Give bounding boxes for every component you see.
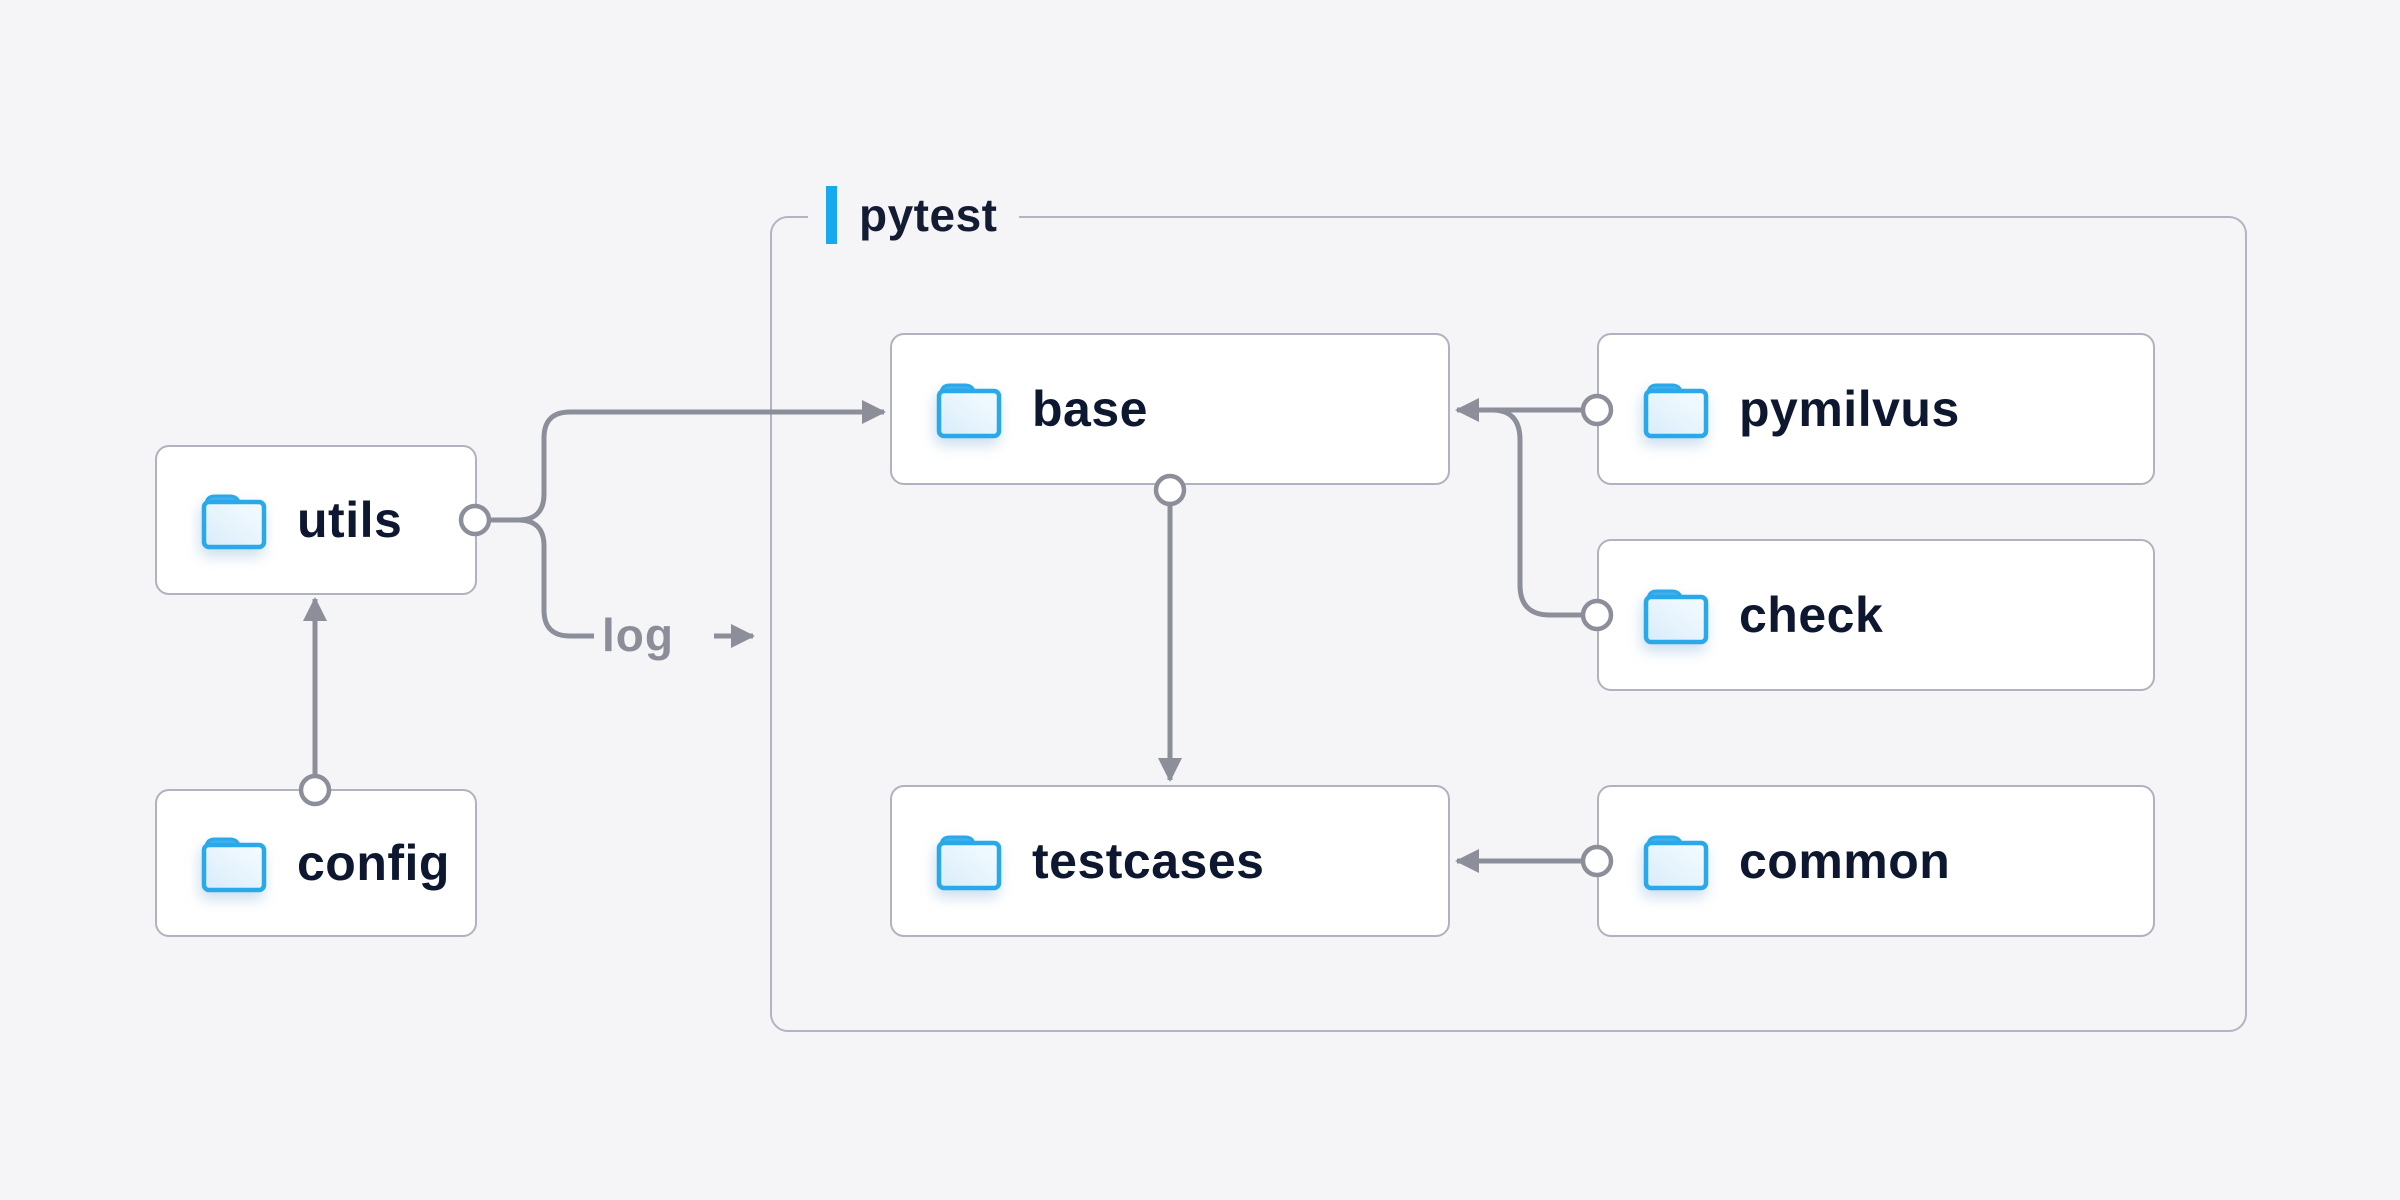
node-common: common [1597,785,2155,937]
node-config: config [155,789,477,937]
node-pymilvus-label: pymilvus [1739,381,1960,437]
node-utils-label: utils [297,492,403,548]
node-common-label: common [1739,833,1951,889]
node-config-label: config [297,835,450,891]
folder-icon [1643,584,1709,646]
pytest-group-label-text: pytest [859,189,998,241]
pytest-group-label: pytest [808,183,1020,247]
folder-icon [936,378,1002,440]
node-check-label: check [1739,587,1884,643]
node-pymilvus: pymilvus [1597,333,2155,485]
edge-utils-log [517,517,594,639]
folder-icon [201,489,267,551]
node-check: check [1597,539,2155,691]
node-testcases-label: testcases [1032,833,1265,889]
node-testcases: testcases [890,785,1450,937]
edge-label-log: log [602,609,674,661]
node-base-label: base [1032,381,1148,437]
node-utils: utils [155,445,477,595]
folder-icon [201,832,267,894]
folder-icon [1643,830,1709,892]
folder-icon [1643,378,1709,440]
pytest-group-box [770,216,2247,1032]
accent-bar [826,186,837,244]
folder-icon [936,830,1002,892]
node-base: base [890,333,1450,485]
